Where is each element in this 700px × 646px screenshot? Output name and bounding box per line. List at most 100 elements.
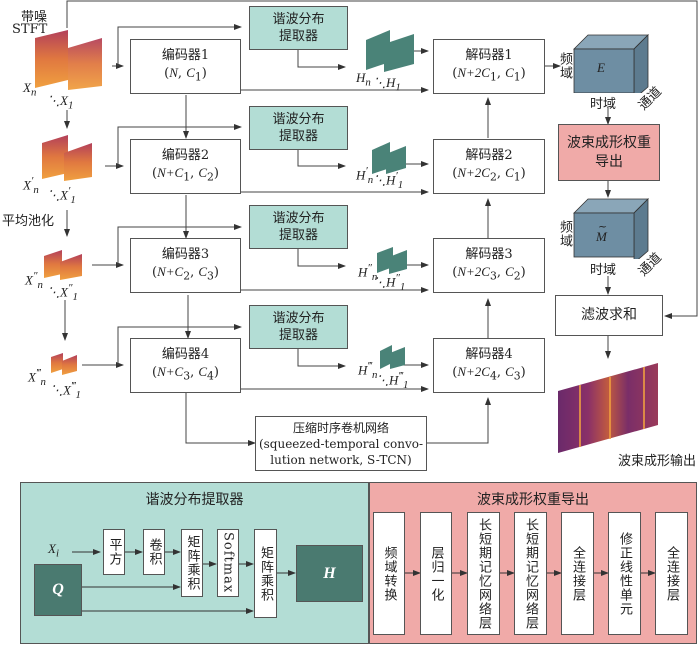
cube-m-symbol: M — [596, 229, 607, 244]
q-label: Q — [52, 581, 64, 598]
beam-weight-box: 波束成形权重 导出 — [558, 124, 660, 181]
filter-sum-box: 滤波求和 — [555, 295, 663, 336]
harmonic-hn-dprime-label: H″n — [358, 262, 378, 283]
encoder-4-params: (N+C3, C4) — [152, 364, 219, 383]
noisy-label: 带噪 — [21, 10, 48, 25]
cube-m-accent: ~ — [598, 220, 608, 233]
cube-e-time-label: 时域 — [590, 97, 617, 112]
beam-step-6-label: 修正线性单元 — [617, 531, 632, 616]
cube-e-symbol: E — [597, 60, 605, 75]
decoder-1-title: 解码器1 — [465, 48, 513, 64]
cube-m-freq-label: 频域 — [557, 220, 572, 248]
step-conv-label: 卷积 — [146, 538, 162, 566]
harmonic-panel-arrows — [72, 549, 296, 614]
step-square-label: 平方 — [106, 538, 122, 566]
step-matmul-2-label: 矩阵乘积 — [258, 545, 273, 602]
beam-step-2-label: 层归一化 — [428, 545, 444, 602]
harmonic-h1-tprime-label: ⋱H‴1 — [376, 370, 409, 391]
decoder-4-title: 解码器4 — [465, 347, 513, 363]
pooling-label: 平均池化 — [2, 214, 55, 229]
input-x1-prime-label: ⋱X′1 — [47, 185, 76, 206]
decoder-3-title: 解码器3 — [465, 247, 513, 263]
stcn-desc-line2: lution network, S-TCN) — [270, 452, 412, 467]
input-x1-dprime-label: ⋱X″1 — [47, 282, 78, 303]
harmonic-h1-prime-label: ⋱H′1 — [373, 170, 404, 191]
input-xn-dprime-label: X″n — [25, 270, 43, 291]
cube-e-freq-label: 频域 — [557, 52, 572, 80]
beam-step-5-label: 全连接层 — [570, 545, 585, 602]
harmonic-panel-input: Xi — [48, 541, 59, 560]
encoder-3-params: (N+C2, C3) — [152, 264, 219, 283]
stcn-desc-line1: (squeezed-temporal convo- — [258, 436, 424, 451]
output-spectrogram — [558, 363, 658, 453]
harmonic-h1-dprime-label: ⋱H″1 — [373, 272, 406, 293]
filter-sum-label: 滤波求和 — [581, 307, 637, 323]
decoder-2-params: (N+2C2, C1) — [452, 165, 526, 184]
beam-step-freq-transform: 频域转换 — [373, 512, 405, 635]
harmonic-hn-label: Hn — [356, 70, 371, 89]
beam-step-3-label: 长短期记忆网络层 — [476, 517, 491, 630]
spectrogram-stack-4 — [51, 353, 77, 375]
extractor-3-line1: 谐波分布 — [272, 211, 325, 226]
beam-step-7-label: 全连接层 — [664, 545, 679, 602]
stcn-box: 压缩时序卷机网络 (squeezed-temporal convo- lutio… — [255, 416, 427, 471]
step-conv: 卷积 — [143, 529, 165, 575]
beam-panel-title: 波束成形权重导出 — [477, 492, 589, 508]
input-x1-label: ⋱X1 — [47, 93, 74, 112]
extractor-2-line1: 谐波分布 — [272, 112, 325, 127]
beam-step-1-label: 频域转换 — [381, 545, 397, 602]
encoder-1-title: 编码器1 — [161, 48, 210, 64]
harmonic-extractor-4: 谐波分布 提取器 — [249, 305, 348, 349]
step-softmax-label: Softmax — [220, 532, 236, 594]
beam-weight-line2: 导出 — [595, 153, 623, 170]
step-matmul-2: 矩阵乘积 — [254, 529, 277, 618]
encoder-2-params: (N+C1, C2) — [152, 165, 219, 184]
step-softmax: Softmax — [217, 529, 239, 597]
input-x1-tprime-label: ⋱X‴1 — [50, 380, 81, 401]
input-xn-tprime-label: X‴n — [28, 367, 46, 388]
encoder-4: 编码器4 (N+C3, C4) — [130, 338, 241, 393]
harmonic-extractor-1: 谐波分布 提取器 — [249, 6, 348, 50]
decoder-2-title: 解码器2 — [465, 148, 513, 164]
harmonic-extractor-3: 谐波分布 提取器 — [249, 205, 348, 249]
output-label: 波束成形输出 — [618, 454, 697, 469]
input-xn-label: Xn — [23, 80, 37, 99]
beam-step-lstm-1: 长短期记忆网络层 — [467, 512, 500, 635]
beam-step-lstm-2: 长短期记忆网络层 — [514, 512, 547, 635]
encoder-3-title: 编码器3 — [161, 247, 210, 263]
cube-m-time-label: 时域 — [590, 263, 617, 278]
extractor-2-line2: 提取器 — [278, 129, 318, 144]
harmonic-h1-label: ⋱H1 — [373, 75, 401, 94]
extractor-3-line2: 提取器 — [278, 228, 318, 243]
beam-step-layernorm: 层归一化 — [420, 512, 452, 635]
spectrogram-stack-3 — [44, 250, 82, 280]
spectrogram-stack-2 — [42, 135, 92, 181]
step-matmul-1-label: 矩阵乘积 — [184, 535, 200, 591]
decoder-3-params: (N+2C3, C2) — [452, 264, 526, 283]
harmonic-features-1 — [366, 30, 414, 72]
stcn-title: 压缩时序卷机网络 — [292, 420, 389, 435]
beam-step-4-label: 长短期记忆网络层 — [523, 517, 538, 630]
step-matmul-1: 矩阵乘积 — [181, 529, 203, 597]
input-xn-prime-label: X′n — [23, 175, 39, 196]
encoder-2: 编码器2 (N+C1, C2) — [130, 139, 241, 194]
step-square: 平方 — [103, 529, 125, 575]
decoder-1-params: (N+2C1, C1) — [452, 65, 526, 84]
beam-panel-arrows — [405, 570, 656, 576]
cube-e — [573, 34, 649, 93]
encoder-4-title: 编码器4 — [161, 347, 210, 363]
beam-step-fc-1: 全连接层 — [561, 512, 594, 635]
harmonic-features-4 — [380, 345, 405, 369]
harmonic-features-2 — [372, 142, 406, 174]
spectrogram-stack-1 — [35, 30, 102, 90]
decoder-4-params: (N+2C4, C3) — [452, 364, 526, 383]
harmonic-extractor-2: 谐波分布 提取器 — [249, 106, 348, 150]
extractor-1-line1: 谐波分布 — [272, 12, 325, 27]
beam-step-fc-2: 全连接层 — [655, 512, 688, 635]
encoder-2-title: 编码器2 — [161, 148, 210, 164]
extractor-4-line2: 提取器 — [278, 328, 318, 343]
cube-m — [573, 198, 649, 259]
harmonic-panel-title: 谐波分布提取器 — [145, 492, 244, 508]
